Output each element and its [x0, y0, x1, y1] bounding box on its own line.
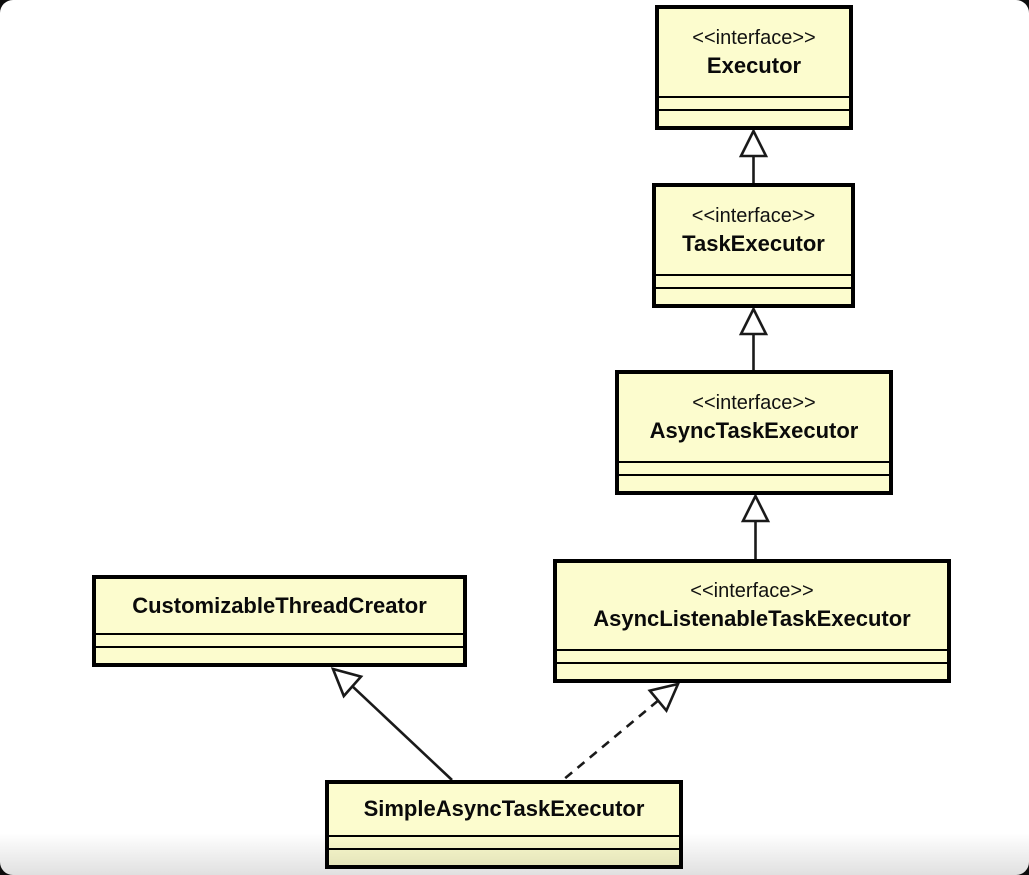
class-title-area: <<interface>> Executor: [659, 9, 849, 96]
class-title-area: CustomizableThreadCreator: [96, 579, 463, 633]
methods-compartment: [619, 474, 889, 491]
edge-taskexecutor-to-executor: [738, 128, 769, 184]
class-box-asynctaskexecutor: <<interface>> AsyncTaskExecutor: [615, 370, 893, 495]
methods-compartment: [656, 287, 851, 304]
class-title-area: SimpleAsyncTaskExecutor: [329, 784, 679, 835]
attributes-compartment: [557, 649, 947, 662]
class-box-asynclistenabletaskexecutor: <<interface>> AsyncListenableTaskExecuto…: [553, 559, 951, 683]
class-name-label: TaskExecutor: [682, 230, 825, 256]
class-name-label: AsyncTaskExecutor: [649, 417, 859, 443]
class-name-label: AsyncListenableTaskExecutor: [593, 606, 911, 632]
class-name-label: Executor: [706, 52, 802, 78]
attributes-compartment: [659, 96, 849, 109]
edge-asynctaskexecutor-to-taskexecutor: [738, 306, 769, 371]
edge-simpleasync-to-asynclistenable: [562, 682, 681, 781]
stereotype-label: <<interface>>: [692, 391, 816, 414]
class-name-label: SimpleAsyncTaskExecutor: [363, 796, 645, 822]
edge-asynclistenable-to-asynctaskexecutor: [740, 493, 771, 560]
methods-compartment: [659, 109, 849, 126]
class-title-area: <<interface>> TaskExecutor: [656, 187, 851, 274]
stereotype-label: <<interface>>: [691, 204, 816, 227]
methods-compartment: [329, 848, 679, 865]
attributes-compartment: [329, 835, 679, 848]
attributes-compartment: [96, 633, 463, 646]
attributes-compartment: [656, 274, 851, 287]
class-box-simpleasynctaskexecutor: SimpleAsyncTaskExecutor: [325, 780, 683, 869]
class-box-executor: <<interface>> Executor: [655, 5, 853, 130]
methods-compartment: [96, 646, 463, 663]
attributes-compartment: [619, 461, 889, 474]
stereotype-label: <<interface>>: [692, 26, 816, 49]
class-name-label: CustomizableThreadCreator: [132, 592, 427, 618]
class-title-area: <<interface>> AsyncListenableTaskExecuto…: [557, 563, 947, 649]
stereotype-label: <<interface>>: [690, 580, 814, 603]
class-box-customizablethreadcreator: CustomizableThreadCreator: [92, 575, 467, 667]
methods-compartment: [557, 662, 947, 679]
edge-simpleasync-to-customizable: [330, 667, 453, 781]
class-title-area: <<interface>> AsyncTaskExecutor: [619, 374, 889, 461]
class-box-taskexecutor: <<interface>> TaskExecutor: [652, 183, 855, 308]
